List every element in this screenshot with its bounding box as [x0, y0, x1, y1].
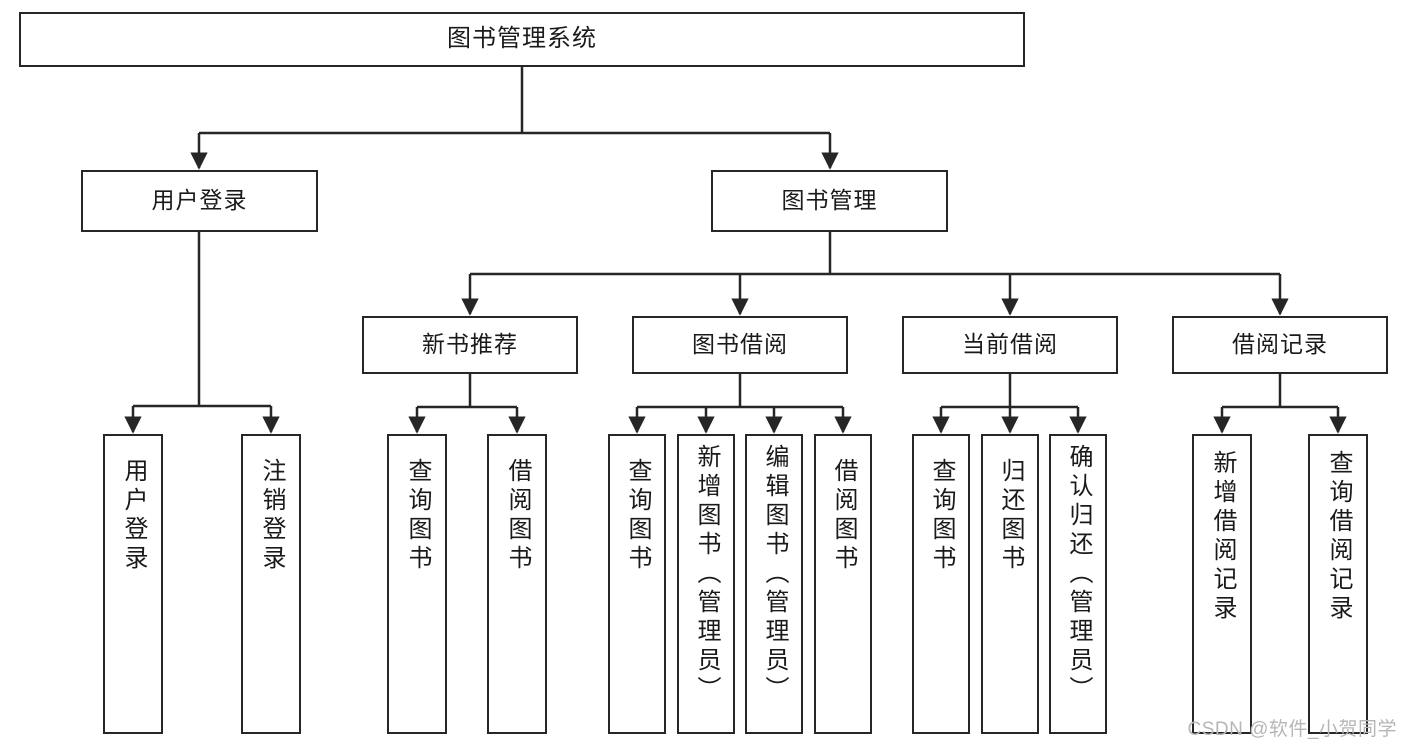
csdn-watermark: CSDN @软件_小贺同学	[1187, 719, 1397, 740]
node-new-book-recommend[interactable]: 新书推荐	[362, 316, 578, 374]
node-leaf-borrow-book-recommend[interactable]: 借阅图书	[487, 434, 547, 734]
node-leaf-add-borrow-record[interactable]: 新增借阅记录	[1192, 434, 1252, 734]
node-leaf-logout[interactable]: 注销登录	[241, 434, 301, 734]
node-leaf-query-book-current-label: 查询图书	[928, 458, 955, 574]
node-leaf-query-book-borrow-label: 查询图书	[624, 458, 651, 574]
node-leaf-edit-book[interactable]: 编辑图书（管理员）	[745, 434, 803, 734]
node-leaf-query-book-recommend[interactable]: 查询图书	[387, 434, 447, 734]
node-leaf-logout-label: 注销登录	[258, 458, 285, 574]
node-leaf-query-book-borrow[interactable]: 查询图书	[608, 434, 666, 734]
node-root-label: 图书管理系统	[447, 25, 597, 53]
node-leaf-query-book-current[interactable]: 查询图书	[912, 434, 970, 734]
node-leaf-add-borrow-record-label: 新增借阅记录	[1209, 450, 1236, 624]
node-borrow-record-label: 借阅记录	[1232, 331, 1328, 358]
node-leaf-edit-book-label: 编辑图书（管理员）	[761, 444, 788, 705]
node-leaf-user-login-label: 用户登录	[120, 458, 147, 574]
node-leaf-confirm-return-label: 确认归还（管理员）	[1065, 444, 1092, 705]
node-leaf-return-book-label: 归还图书	[997, 458, 1024, 574]
node-book-borrow-label: 图书借阅	[692, 331, 788, 358]
node-current-borrow-label: 当前借阅	[962, 331, 1058, 358]
node-leaf-borrow-book-label: 借阅图书	[830, 458, 857, 574]
node-book-borrow[interactable]: 图书借阅	[632, 316, 848, 374]
node-leaf-borrow-book[interactable]: 借阅图书	[814, 434, 872, 734]
node-leaf-add-book[interactable]: 新增图书（管理员）	[677, 434, 735, 734]
node-book-management-label: 图书管理	[781, 187, 878, 214]
node-leaf-return-book[interactable]: 归还图书	[981, 434, 1039, 734]
node-leaf-query-borrow-record-label: 查询借阅记录	[1325, 450, 1352, 624]
node-borrow-record[interactable]: 借阅记录	[1172, 316, 1388, 374]
node-leaf-confirm-return[interactable]: 确认归还（管理员）	[1049, 434, 1107, 734]
node-leaf-user-login[interactable]: 用户登录	[103, 434, 163, 734]
node-leaf-query-book-recommend-label: 查询图书	[404, 458, 431, 574]
node-new-book-recommend-label: 新书推荐	[422, 331, 518, 358]
node-book-management[interactable]: 图书管理	[711, 170, 948, 232]
node-leaf-borrow-book-recommend-label: 借阅图书	[504, 458, 531, 574]
node-leaf-add-book-label: 新增图书（管理员）	[693, 444, 720, 705]
node-leaf-query-borrow-record[interactable]: 查询借阅记录	[1308, 434, 1368, 734]
node-user-login-label: 用户登录	[151, 187, 248, 214]
node-current-borrow[interactable]: 当前借阅	[902, 316, 1118, 374]
node-user-login[interactable]: 用户登录	[81, 170, 318, 232]
node-root[interactable]: 图书管理系统	[19, 12, 1025, 67]
